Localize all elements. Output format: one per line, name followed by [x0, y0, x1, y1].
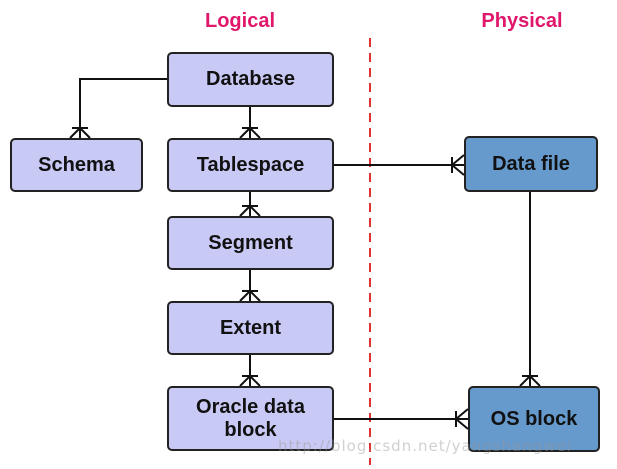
tablespace-entity: Tablespace — [167, 138, 334, 192]
tablespace-datafile-connector — [334, 154, 465, 176]
oracle-data-block-entity: Oracle data block — [167, 386, 334, 451]
segment-label: Segment — [208, 231, 293, 254]
tablespace-label: Tablespace — [196, 153, 305, 176]
os-block-entity: OS block — [468, 386, 600, 452]
data-file-label: Data file — [492, 152, 570, 175]
oracle-block-osblock-connector — [334, 408, 469, 430]
physical-heading: Physical — [481, 10, 563, 32]
datafile-osblock-connector — [519, 192, 541, 387]
database-label: Database — [206, 68, 295, 90]
tablespace-segment-connector — [239, 192, 261, 217]
database-schema-connector — [69, 78, 167, 139]
extent-oracle-block-connector — [239, 355, 261, 387]
extent-entity: Extent — [167, 301, 334, 355]
database-tablespace-connector — [239, 107, 261, 139]
schema-label: Schema — [38, 153, 115, 176]
data-file-entity: Data file — [464, 136, 598, 192]
schema-entity: Schema — [10, 138, 143, 192]
extent-label: Extent — [219, 316, 282, 339]
segment-extent-connector — [239, 270, 261, 302]
os-block-label: OS block — [490, 407, 578, 430]
watermark-text: http://blog.csdn.net/yangshangwei — [278, 437, 572, 455]
database-entity: Database — [167, 52, 334, 107]
logical-heading: Logical — [204, 10, 275, 32]
segment-entity: Segment — [167, 216, 334, 270]
oracle-data-block-label: Oracle data block — [196, 395, 305, 441]
